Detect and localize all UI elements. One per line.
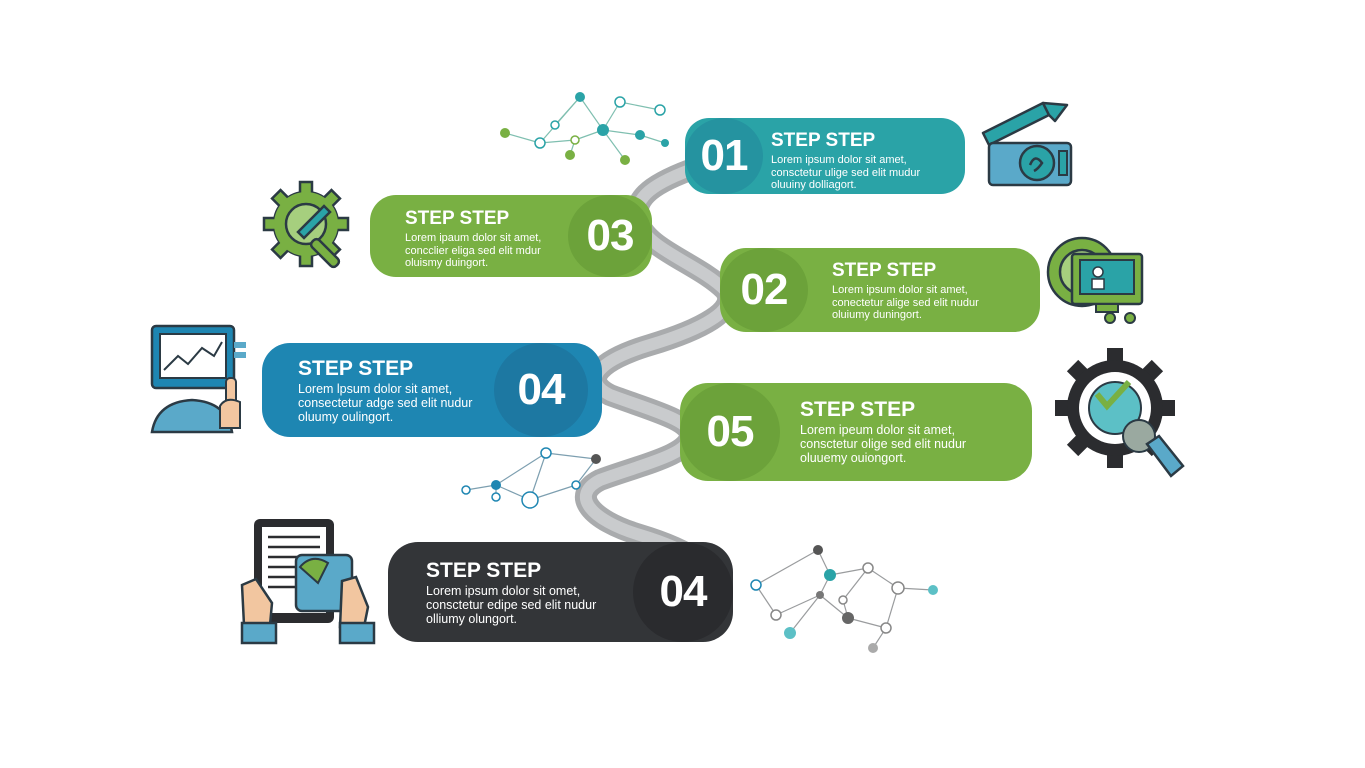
- step-description: Lorem ipsum dolor sit amet, conectetur a…: [832, 284, 979, 321]
- analyst-chart-monitor-icon: [150, 324, 246, 434]
- step-banner-01: 01 STEP STEP Lorem ipsum dolor sit amet,…: [685, 118, 965, 194]
- gear-monitor-icon: [1046, 236, 1144, 324]
- step-number: 01: [685, 118, 763, 194]
- step-banner-04: 04 STEP STEP Lorem lpsum dolor sit amet,…: [262, 343, 602, 437]
- step-description: Lorem ipsum dolor sit omet, consctetur e…: [426, 584, 597, 626]
- step-title: STEP STEP: [426, 559, 542, 582]
- step-title: STEP STEP: [298, 357, 414, 380]
- megaphone-box-icon: [981, 101, 1073, 187]
- network-nodes-icon: [461, 447, 601, 509]
- step-banner-02: 02 STEP STEP Lorem ipsum dolor sit amet,…: [720, 248, 1040, 332]
- step-number: 04: [494, 343, 588, 437]
- gear-magnifier-icon: [1055, 348, 1185, 478]
- hands-tablet-icon: [240, 519, 376, 645]
- step-description: Lorem ipeum dolor sit amet, consctetur o…: [800, 423, 967, 465]
- step-title: STEP STEP: [405, 208, 510, 229]
- step-description: Lorem lpsum dolor sit amet, consectetur …: [298, 382, 473, 424]
- step-title: STEP STEP: [800, 398, 916, 421]
- network-nodes-icon: [500, 92, 669, 165]
- step-banner-04-dark: 04 STEP STEP Lorem ipsum dolor sit omet,…: [388, 542, 733, 642]
- step-title: STEP STEP: [832, 260, 937, 281]
- step-banner-05: 05 STEP STEP Lorem ipeum dolor sit amet,…: [680, 383, 1032, 481]
- step-number: 03: [568, 195, 652, 277]
- step-description: Lorem ipsum dolor sit amet, consctetur u…: [771, 154, 921, 191]
- step-number: 04: [633, 542, 733, 642]
- step-banner-03: 03 STEP STEP Lorem ipaum dolor sit amet,…: [370, 195, 652, 277]
- step-number: 02: [720, 248, 808, 332]
- step-description: Lorem ipaum dolor sit amet, concclier el…: [405, 232, 542, 269]
- step-title: STEP STEP: [771, 130, 876, 151]
- network-nodes-icon: [750, 545, 938, 653]
- gear-brush-icon: [262, 180, 350, 269]
- step-number: 05: [680, 383, 780, 481]
